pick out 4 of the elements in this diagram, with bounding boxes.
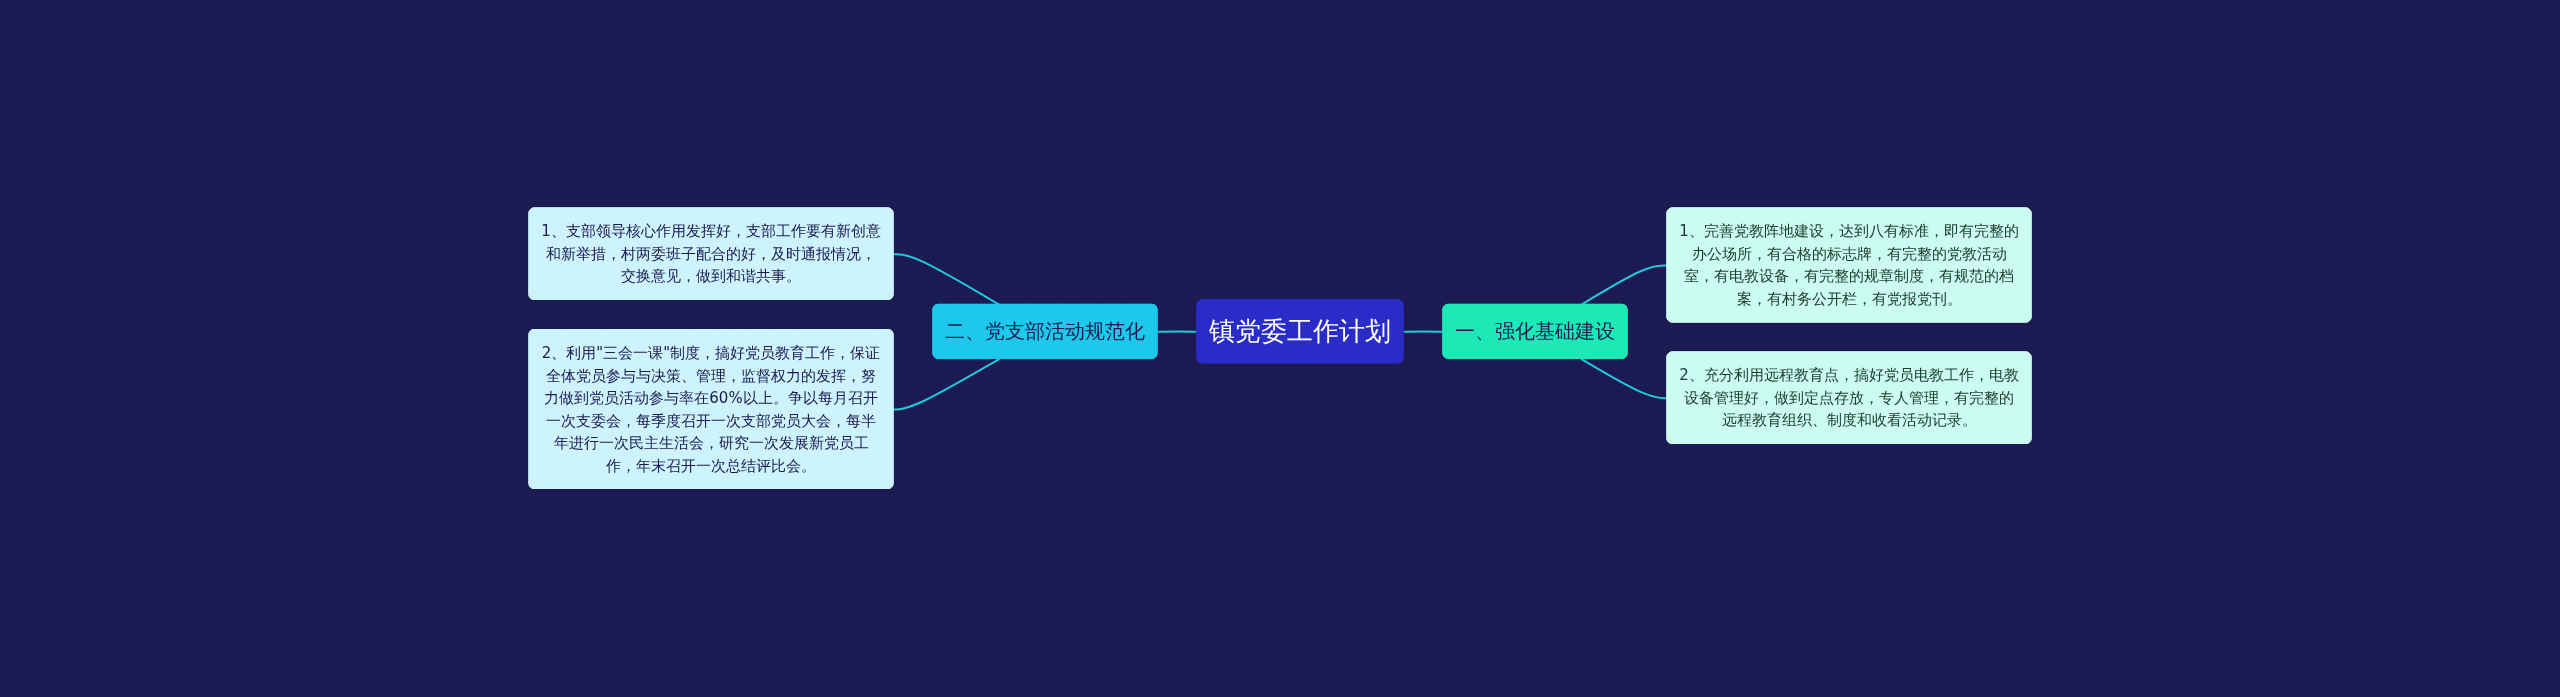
connector xyxy=(1580,358,1669,400)
connector xyxy=(1402,330,1445,334)
connector xyxy=(1156,330,1199,334)
connector xyxy=(892,358,1001,411)
